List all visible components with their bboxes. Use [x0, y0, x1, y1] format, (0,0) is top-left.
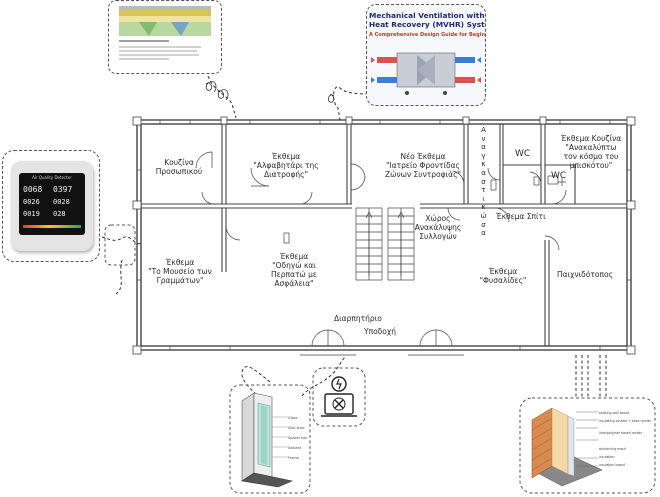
swirl-sketches — [205, 81, 335, 103]
legend-item: insulating system + base render — [599, 419, 651, 423]
insulation-section-card: existing wall board insulating system + … — [522, 400, 653, 491]
room-name: Κουζίνα — [164, 158, 194, 167]
outer-walls — [136, 119, 632, 351]
room-soap-exhibit: Έκθεμα "Φυσαλίδες" — [470, 267, 536, 285]
room-name: Γραμμάτων" — [156, 276, 204, 285]
stair-treads — [356, 215, 414, 273]
room-name: "Αλφαβητάρι της — [253, 161, 319, 170]
mvhr-subtitle: A Comprehensive Design Guide for Beginne… — [369, 32, 486, 38]
detector-reading: 0026 — [23, 198, 40, 206]
door-swings — [195, 151, 567, 347]
room-collection-space: Χώρος Ανακάλυψης Συλλογών — [408, 214, 468, 241]
room-guides: Έκθεμα "Οδηγώ και Περπατώ με Ασφάλεια" — [252, 252, 336, 288]
legend-item: Glass — [288, 416, 298, 420]
room-name: Διατροφής" — [263, 170, 309, 179]
card-dashes — [104, 224, 656, 494]
window-legend: Glass Seal strip Spacer bar Sealant Fram… — [288, 413, 307, 463]
room-name: Περπατώ με — [271, 270, 317, 279]
room-name: Νέο Έκθεμα — [400, 152, 446, 161]
room-name: Έκθεμα — [279, 252, 309, 261]
room-nutrition-office: Νέο Έκθεμα "Ιατρείο Φροντίδας Ζώνων Συντ… — [378, 152, 468, 179]
detector-brand: Air Quality Detector — [32, 175, 72, 180]
room-name: Έκθεμα — [165, 258, 195, 267]
room-kitchen-exhibit: Έκθεμα Κουζίνα "Ανακαλύπτω τον κόσμο του… — [555, 134, 627, 170]
insulation-legend: existing wall board insulating system + … — [599, 409, 651, 469]
room-name: Συλλογών — [419, 232, 457, 241]
detector-reading: 0019 — [23, 210, 40, 218]
room-name: Ζώνων Συντροφιάς" — [385, 170, 461, 179]
room-alphabet: Έκθεμα "Αλφαβητάρι της Διατροφής" — [234, 152, 338, 179]
legend-item: insulation board — [599, 463, 625, 467]
middle-wall — [141, 203, 627, 209]
detector-level-bar — [23, 225, 81, 228]
legend-item: insulation — [599, 455, 615, 459]
mvhr-title: Mechanical Ventilation with Heat Recover… — [369, 11, 486, 29]
detector-reading: 0068 — [23, 185, 43, 194]
room-name: τον κόσμο του — [563, 152, 619, 161]
room-name: Έκθεμα — [271, 152, 301, 161]
legend-item: Sealant — [288, 446, 302, 450]
ventilation-fan-icon — [317, 372, 361, 422]
room-wc-1: WC — [515, 149, 531, 159]
dashed-connectors — [85, 51, 607, 405]
air-quality-detector-card: Air Quality Detector 0068 0397 0026 0028… — [2, 150, 100, 262]
room-name: Ασφάλεια" — [274, 279, 314, 288]
stairs — [355, 207, 415, 281]
mvhr-title-line: Heat Recovery (MVHR) System — [369, 20, 486, 29]
legend-item: reinforcing mesh — [599, 447, 626, 451]
room-walls — [221, 124, 576, 346]
room-name: "Ανακαλύπτω — [565, 143, 617, 152]
detector-reading: 0028 — [53, 198, 70, 206]
fixtures — [283, 175, 566, 244]
room-name: "Το Μουσείο των — [148, 267, 212, 276]
air-quality-detector: Air Quality Detector 0068 0397 0026 0028… — [11, 161, 93, 251]
mvhr-title-line: Mechanical Ventilation with — [369, 11, 485, 20]
legend-item: Frame — [288, 456, 299, 460]
legend-item: Seal strip — [288, 426, 305, 430]
room-corridor: Διαρπητήριο — [334, 314, 382, 323]
window-profile-card: Glass Seal strip Spacer bar Sealant Fram… — [232, 387, 308, 491]
room-name: Έκθεμα — [488, 267, 518, 276]
entrance-steps — [300, 349, 464, 356]
room-house-exhibit: Έκθεμα Σπίτι — [496, 212, 546, 221]
detector-screen: Air Quality Detector 0068 0397 0026 0028… — [19, 173, 85, 235]
detector-reading: 028 — [53, 210, 66, 218]
room-name: Ανακάλυψης — [414, 223, 462, 232]
mvhr-guide-card: Mechanical Ventilation with Heat Recover… — [366, 4, 486, 106]
mvhr-unit-diagram — [371, 52, 481, 95]
room-name: μπισκότου" — [569, 161, 613, 170]
wall-insulation-section — [531, 407, 603, 487]
room-name: Έκθεμα Κουζίνα — [560, 134, 622, 143]
window-profile — [241, 392, 293, 488]
room-playroom: Παιχνιδότοπος — [557, 270, 613, 279]
room-name: "Ιατρείο Φροντίδας — [386, 161, 460, 170]
room-name: "Φυσαλίδες" — [479, 276, 527, 285]
legend-item: Spacer bar — [288, 436, 308, 440]
room-kitchen-staff: Κουζίνα Προσωπικού — [148, 158, 210, 176]
legend-item: lime/polymer based render — [599, 431, 643, 435]
room-museum: Έκθεμα "Το Μουσείο των Γραμμάτων" — [140, 258, 220, 285]
building-outline — [136, 119, 632, 351]
legend-item: existing wall board — [599, 411, 630, 415]
columns — [132, 116, 636, 355]
detector-reading: 0397 — [53, 185, 73, 194]
wall-layers-document — [108, 0, 222, 74]
room-reception: Υποδοχή — [364, 327, 396, 336]
windows — [137, 120, 631, 350]
room-name: Χώρος — [425, 214, 451, 223]
room-name: Προσωπικού — [155, 167, 203, 176]
room-wc-2: WC — [551, 171, 567, 181]
wall-layers-diagram — [119, 6, 211, 60]
room-name: "Οδηγώ και — [272, 261, 316, 270]
